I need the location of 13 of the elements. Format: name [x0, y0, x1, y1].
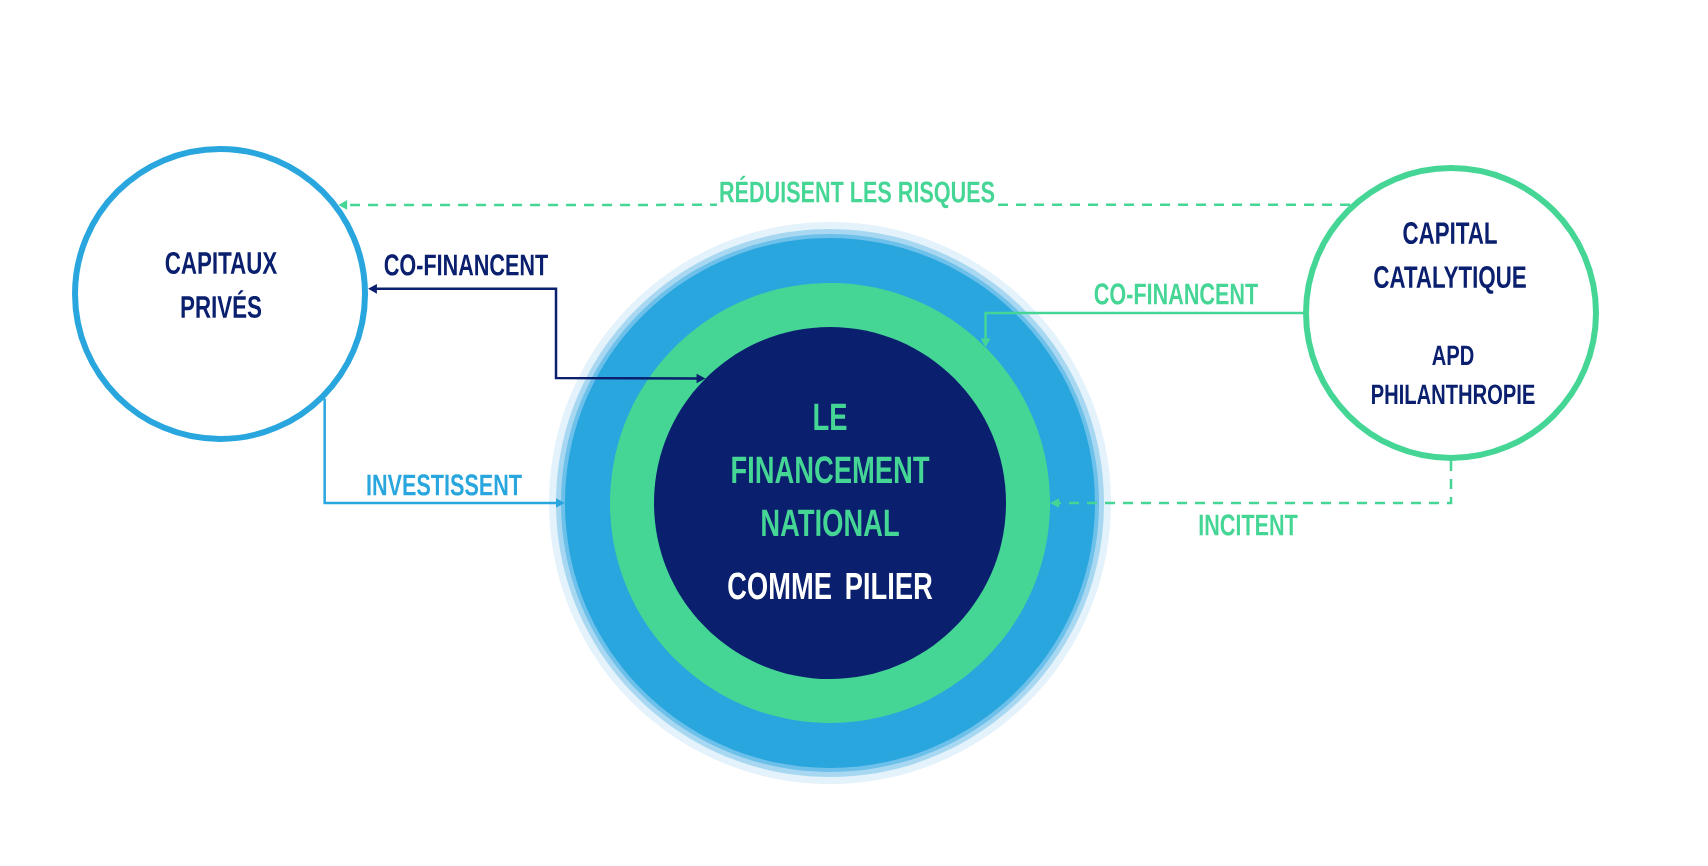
node-label: LE FINANCEMENT NATIONAL [732, 403, 930, 537]
edge-label: CO-FINANCENT [381, 252, 551, 278]
edge-label: RÉDUISENT LES RISQUES [717, 173, 998, 211]
edge-label: INCITENT [1196, 512, 1300, 538]
circle [1303, 165, 1599, 461]
node-label: CAPITAUX PRIVÉS [165, 252, 278, 318]
circle [72, 146, 368, 442]
node-label: APD PHILANTHROPIE [1372, 345, 1535, 405]
circle [654, 327, 1006, 679]
edge-label: INVESTISSENT [364, 472, 524, 498]
edge-label: CO-FINANCENT [1091, 281, 1261, 307]
node-label: CAPITAL CATALYTIQUE [1374, 222, 1526, 294]
node-label: COMME PILIER [728, 572, 933, 600]
